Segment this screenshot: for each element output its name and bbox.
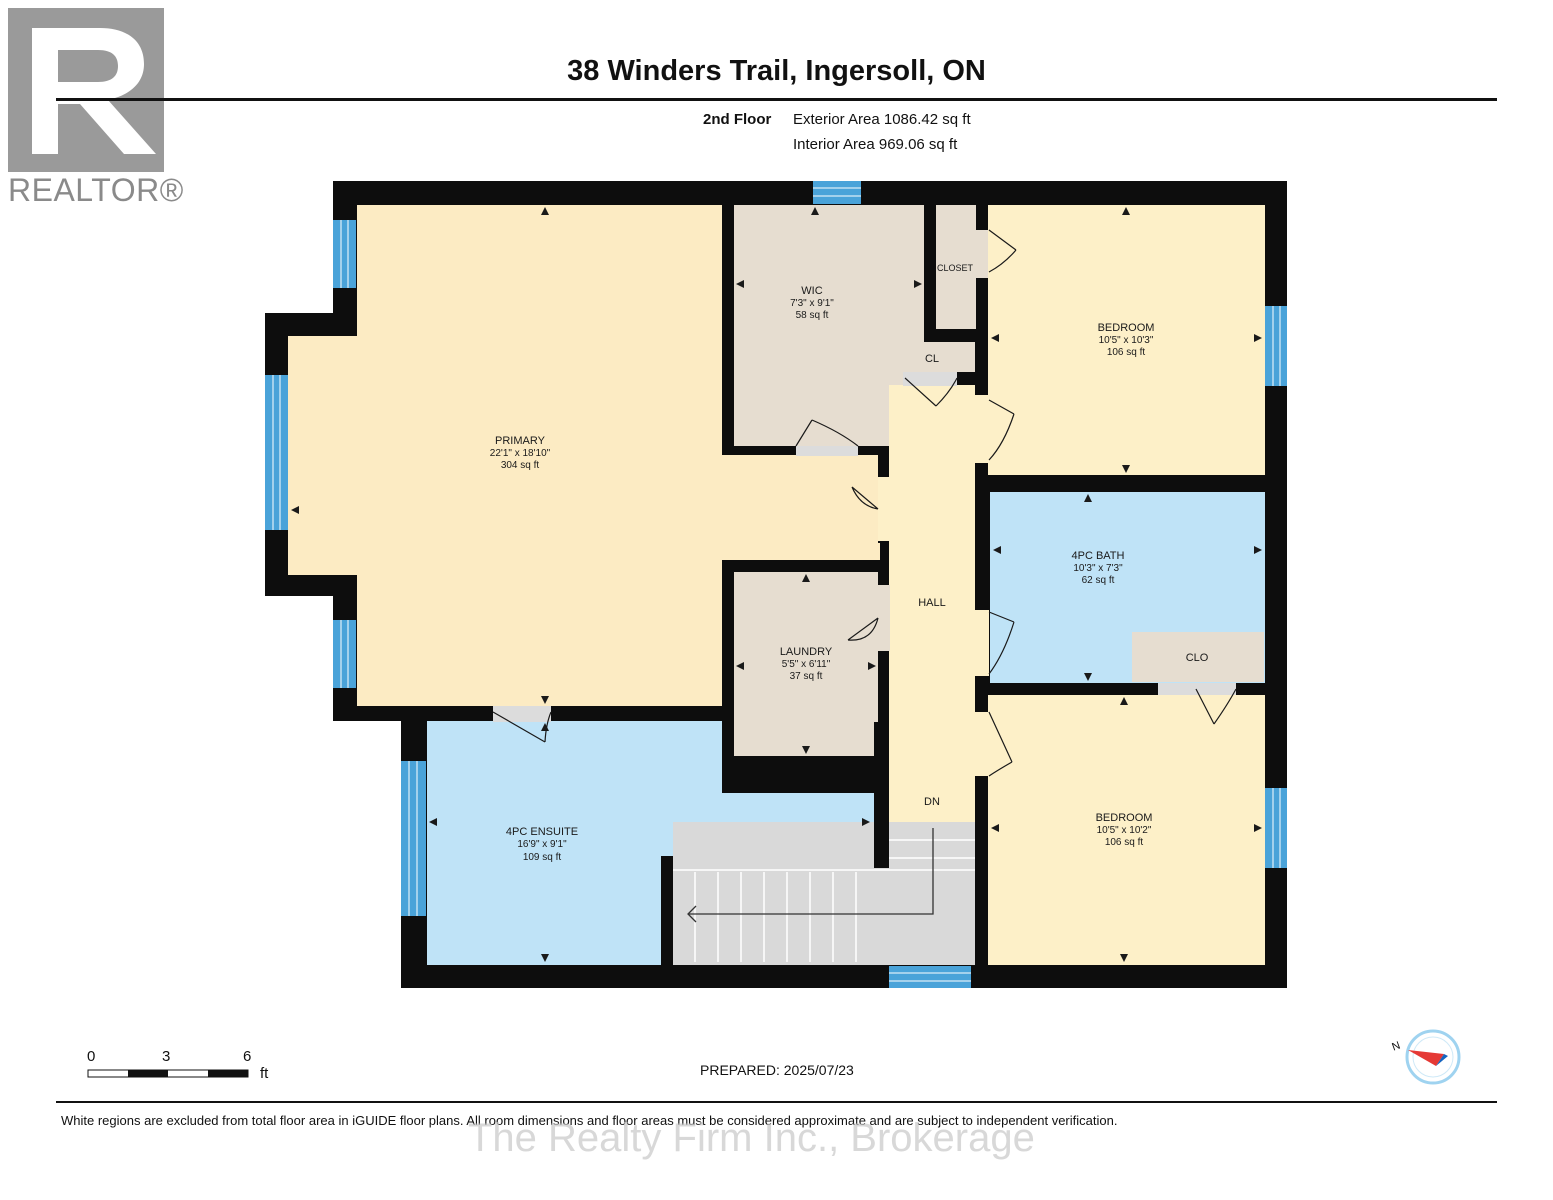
interior-area: Interior Area 969.06 sq ft	[793, 136, 958, 153]
compass-north-label: N	[1390, 1040, 1402, 1054]
clo-name: CLO	[1186, 652, 1209, 664]
primary-dims: 22'1" x 18'10"	[490, 448, 551, 459]
stairs-fill	[673, 822, 975, 965]
ensuite-name: 4PC ENSUITE	[506, 826, 578, 838]
stair-arrow	[687, 828, 934, 923]
door-swings	[492, 229, 1237, 777]
cl-fill	[891, 342, 975, 372]
scale-unit: ft	[260, 1065, 269, 1082]
laundry-fill	[734, 572, 878, 756]
cl-name: CL	[925, 353, 939, 365]
realtor-logo	[6, 6, 182, 211]
wic-area: 58 sq ft	[796, 310, 829, 321]
scale-label-3: 3	[162, 1048, 171, 1065]
ensuite-dims: 16'9" x 9'1"	[517, 839, 567, 850]
scale-label-0: 0	[87, 1048, 96, 1065]
scale-bar	[87, 1069, 249, 1078]
realtor-logo-text: REALTOR®	[8, 172, 184, 208]
closet-name: CLOSET	[937, 263, 974, 273]
page-title: 38 Winders Trail, Ingersoll, ON	[567, 55, 986, 87]
hall-name: HALL	[918, 597, 946, 609]
dimension-arrows	[291, 207, 1262, 962]
door-openings	[493, 230, 1236, 776]
scale-label-6: 6	[243, 1048, 252, 1065]
bath-dims: 10'3" x 7'3"	[1073, 563, 1123, 574]
primary-fill	[288, 205, 880, 706]
room-labels: PRIMARY 22'1" x 18'10" 304 sq ft WIC 7'3…	[490, 263, 1209, 863]
title-divider	[56, 98, 1497, 101]
wic-dims: 7'3" x 9'1"	[790, 298, 834, 309]
ensuite-fill	[427, 721, 874, 965]
bedroom-bottom-dims: 10'5" x 10'2"	[1097, 825, 1152, 836]
room-fills	[288, 205, 1265, 965]
stairs-down-label: DN	[924, 796, 940, 808]
hall-fill	[889, 385, 975, 822]
windows	[265, 181, 1287, 988]
bedroom-top-fill	[988, 205, 1265, 475]
bedroom-bottom-area: 106 sq ft	[1105, 837, 1144, 848]
laundry-dims: 5'5" x 6'11"	[782, 659, 831, 670]
bedroom-top-dims: 10'5" x 10'3"	[1099, 335, 1154, 346]
bedroom-top-name: BEDROOM	[1098, 322, 1155, 334]
stair-treads	[673, 839, 975, 962]
bedroom-top-area: 106 sq ft	[1107, 347, 1146, 358]
primary-area: 304 sq ft	[501, 460, 540, 471]
floor-label: 2nd Floor	[703, 111, 772, 128]
ensuite-area: 109 sq ft	[523, 852, 562, 863]
prepared-date: PREPARED: 2025/07/23	[700, 1062, 854, 1078]
laundry-area: 37 sq ft	[790, 671, 823, 682]
primary-name: PRIMARY	[495, 435, 546, 447]
window-lines	[272, 187, 1281, 982]
disclaimer: White regions are excluded from total fl…	[61, 1113, 1118, 1128]
exterior-area: Exterior Area 1086.42 sq ft	[793, 111, 971, 128]
footer-divider	[56, 1101, 1497, 1103]
bedroom-bottom-fill	[988, 695, 1265, 965]
laundry-name: LAUNDRY	[780, 646, 833, 658]
closet-fill	[936, 205, 976, 329]
bedroom-bottom-name: BEDROOM	[1096, 812, 1153, 824]
stair-walls	[661, 722, 889, 968]
wic-name: WIC	[801, 285, 822, 297]
brokerage-watermark: The Realty Firm Inc., Brokerage	[468, 1116, 1035, 1160]
bath-name: 4PC BATH	[1072, 550, 1125, 562]
compass-icon: N	[1386, 1026, 1466, 1093]
bath-area: 62 sq ft	[1082, 575, 1115, 586]
clo-fill	[1132, 632, 1264, 682]
